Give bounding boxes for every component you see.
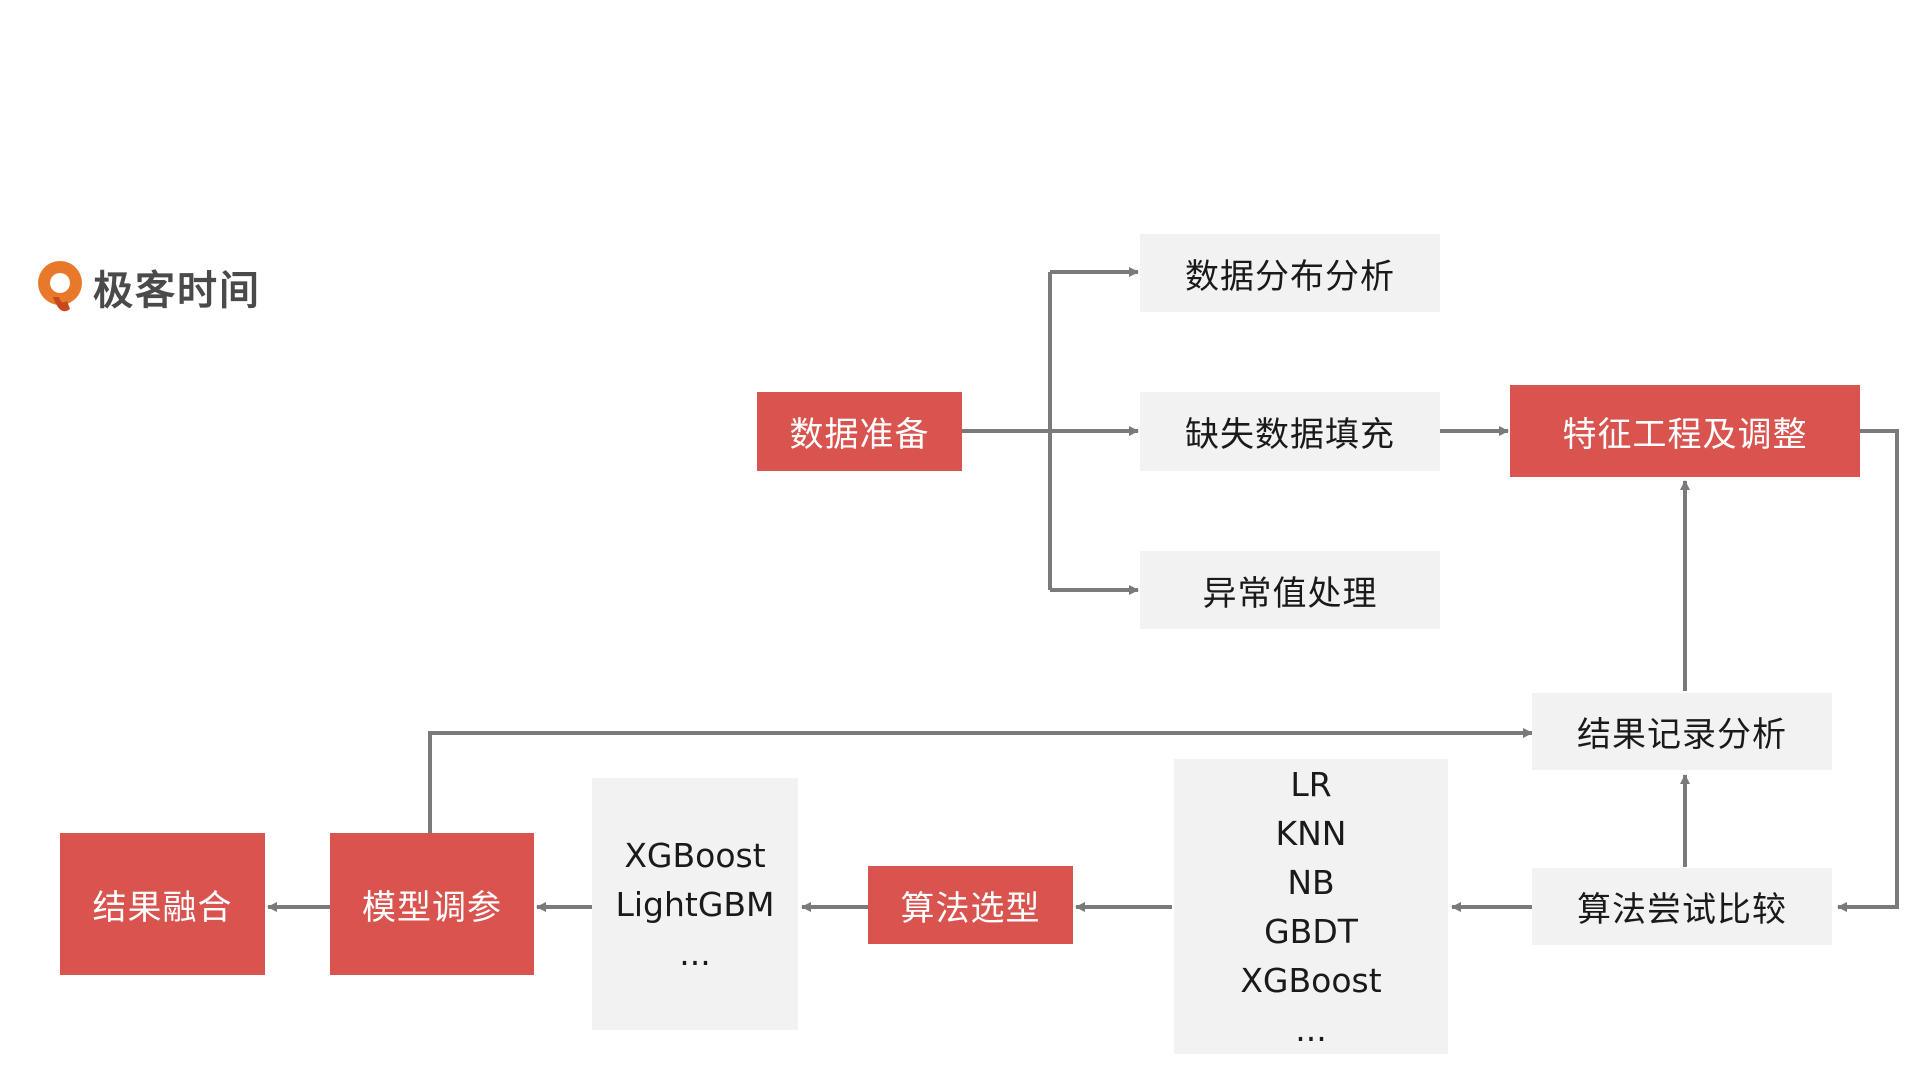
arrow-feature-to-compare	[1837, 429, 1899, 912]
node-model-tune: 模型调参	[330, 833, 534, 975]
model-list-item: LightGBM	[615, 884, 775, 924]
node-algo-select: 算法选型	[868, 866, 1073, 944]
algo-list-item: XGBoost	[1240, 960, 1382, 1000]
algo-list-item: KNN	[1275, 813, 1347, 853]
algo-list-item: GBDT	[1264, 911, 1358, 951]
algo-list-item: NB	[1287, 862, 1335, 902]
node-result-fusion: 结果融合	[60, 833, 265, 975]
node-feature-eng: 特征工程及调整	[1510, 385, 1860, 477]
arrow-tune-to-record	[428, 728, 1533, 833]
node-dist-analysis: 数据分布分析	[1140, 234, 1440, 312]
algo-list-item: ...	[1295, 1009, 1327, 1049]
logo-text: 极客时间	[93, 268, 261, 314]
model-list-item: XGBoost	[624, 835, 766, 875]
node-missing-fill: 缺失数据填充	[1140, 392, 1440, 471]
node-result-record: 结果记录分析	[1532, 693, 1832, 770]
node-algo-list: LR KNN NB GBDT XGBoost ...	[1174, 759, 1448, 1054]
node-model-list: XGBoost LightGBM ...	[592, 778, 798, 1030]
geektime-logo: 极客时间	[33, 257, 261, 317]
geektime-logo-icon	[38, 261, 82, 312]
node-data-prep: 数据准备	[757, 392, 962, 471]
node-outlier: 异常值处理	[1140, 551, 1440, 629]
algo-list-item: LR	[1290, 764, 1332, 804]
node-algo-compare: 算法尝试比较	[1532, 868, 1832, 945]
model-list-item: ...	[679, 933, 711, 973]
